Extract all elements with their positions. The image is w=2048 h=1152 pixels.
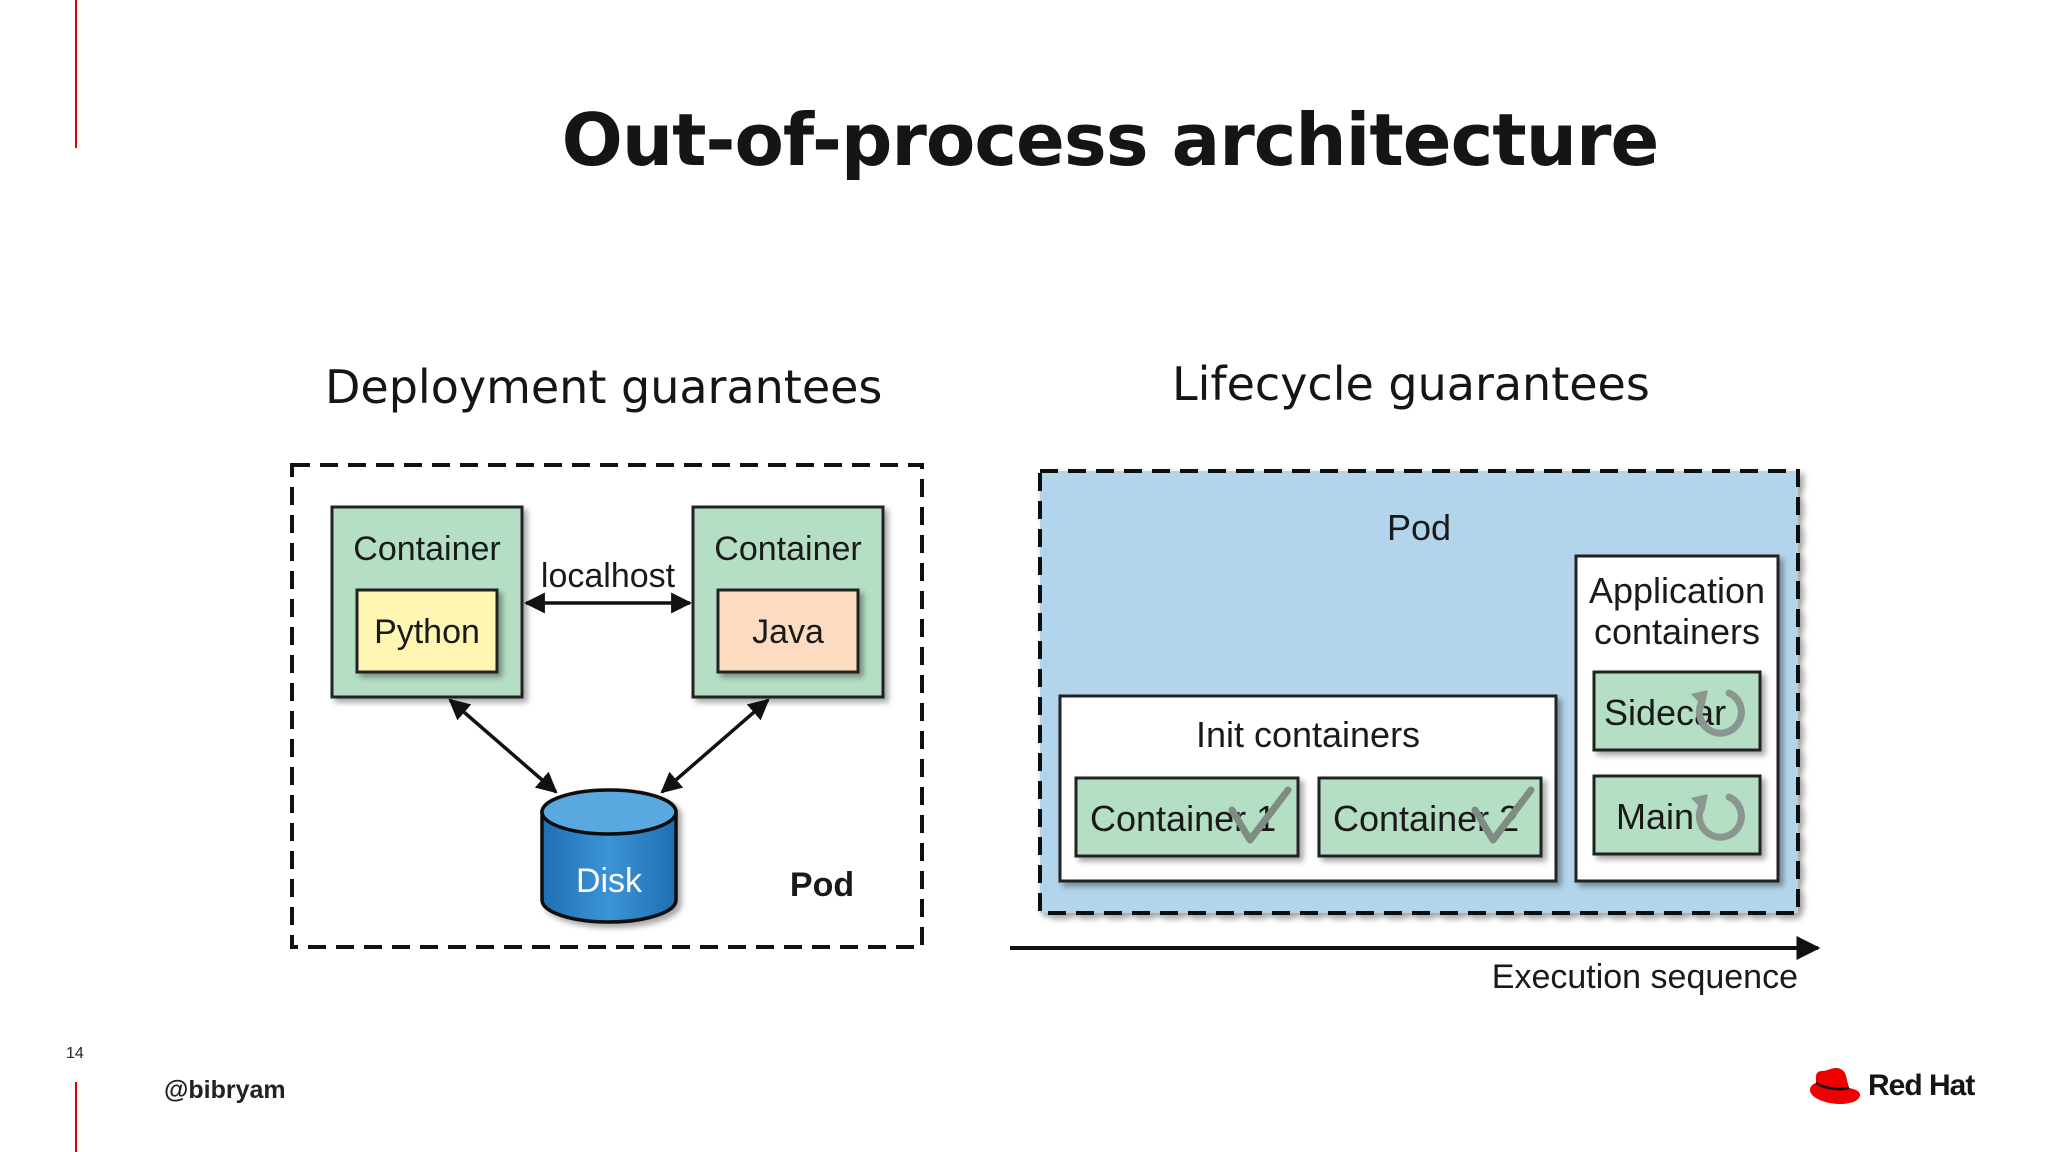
check-icon: [1228, 786, 1292, 844]
init-container-2: Container 2: [1317, 776, 1543, 858]
main-container: Main: [1592, 774, 1762, 856]
deployment-diagram: Container Python Container Java localhos…: [290, 463, 924, 949]
application-containers-title: Application: [1589, 570, 1765, 611]
pod-label: Pod: [790, 866, 854, 904]
init-containers-group: Init containers Container 1 Container 2: [1058, 694, 1558, 883]
restart-icon: [1691, 793, 1745, 841]
application-containers-subtitle: containers: [1594, 611, 1760, 652]
python-disk-arrow: [448, 698, 558, 794]
sidecar-container: Sidecar: [1592, 670, 1762, 752]
accent-rule-bottom: [75, 1082, 77, 1152]
lifecycle-diagram: Pod Init containers Container 1 Containe…: [1010, 469, 1821, 996]
container-label: Container: [353, 530, 500, 568]
application-containers-group: Application containers Sidecar Main: [1574, 554, 1780, 883]
pod-label: Pod: [1387, 507, 1451, 548]
python-label: Python: [374, 613, 480, 651]
deployment-heading: Deployment guarantees: [325, 360, 883, 414]
red-hat-icon: [1810, 1068, 1860, 1104]
init-container-1: Container 1: [1074, 776, 1300, 858]
main-label: Main: [1616, 796, 1694, 837]
execution-sequence-label: Execution sequence: [1492, 958, 1798, 996]
container-java: Container Java: [691, 505, 885, 699]
lifecycle-heading: Lifecycle guarantees: [1172, 357, 1650, 411]
author-handle: @bibryam: [164, 1076, 286, 1104]
disk-label: Disk: [576, 862, 643, 900]
accent-rule-top: [75, 0, 77, 148]
container-python: Container Python: [330, 505, 524, 699]
page-number: 14: [66, 1045, 84, 1062]
slide-title: Out-of-process architecture: [561, 98, 1660, 182]
restart-icon: [1691, 689, 1745, 737]
container-label: Container: [714, 530, 861, 568]
init-containers-title: Init containers: [1196, 714, 1420, 755]
java-label: Java: [752, 613, 824, 651]
disk-icon: [540, 788, 678, 924]
redhat-logo: Red Hat: [1806, 1062, 1975, 1110]
java-disk-arrow: [660, 698, 770, 794]
brand-name: Red Hat: [1868, 1069, 1975, 1102]
check-icon: [1471, 786, 1535, 844]
localhost-label: localhost: [541, 557, 676, 595]
